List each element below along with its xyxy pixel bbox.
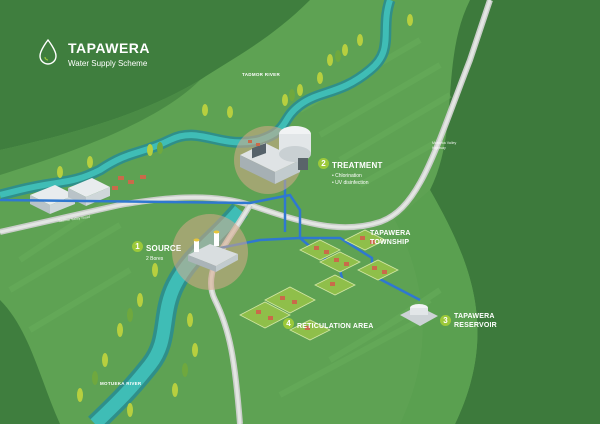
hill-northwest xyxy=(0,0,310,150)
hill-southwest xyxy=(0,300,60,424)
stage-title: TREATMENT xyxy=(332,161,383,170)
township-houses xyxy=(239,229,399,341)
stage-number-badge: 4 xyxy=(283,318,294,330)
stage-title: SOURCE xyxy=(146,244,182,253)
motueka-valley-highway-label: Motueka Valley Highway xyxy=(432,141,457,150)
stage-title: TAPAWERA RESERVOIR xyxy=(454,313,497,329)
treatment-plant xyxy=(234,126,311,194)
stage-number-badge: 3 xyxy=(440,315,451,327)
map-subtitle: Water Supply Scheme xyxy=(68,59,148,68)
water-drop-icon xyxy=(39,38,57,65)
stage-detail: • UV disinfection xyxy=(332,180,369,186)
source-bores xyxy=(172,214,248,290)
motueka-river-label: MOTUEKA RIVER xyxy=(100,381,142,386)
township-label: TAPAWERA TOWNSHIP xyxy=(370,230,411,246)
stage-detail: • Chlorination xyxy=(332,173,362,179)
hill-east xyxy=(430,0,600,424)
stage-title: RETICULATION AREA xyxy=(297,323,374,330)
tapawera-reservoir xyxy=(400,304,438,326)
stage-number-badge: 2 xyxy=(318,158,329,170)
trees xyxy=(57,14,413,417)
tadmor-river-label: TADMOR RIVER xyxy=(242,72,281,77)
stage-detail: 2 Bores xyxy=(146,256,164,262)
stage-number-badge: 1 xyxy=(132,241,143,253)
map-title: TAPAWERA xyxy=(68,40,151,56)
